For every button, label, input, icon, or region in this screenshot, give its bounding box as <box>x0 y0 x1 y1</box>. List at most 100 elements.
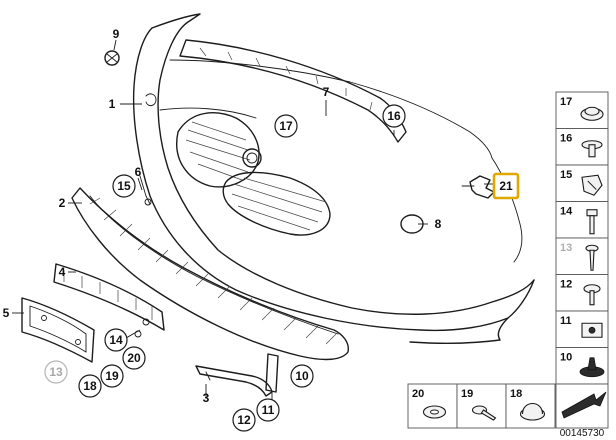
callout-20[interactable]: 20 <box>122 346 146 370</box>
callout-13-label: 13 <box>49 365 63 379</box>
callout-19[interactable]: 19 <box>100 364 124 388</box>
callout-12-circle <box>232 408 256 432</box>
leader-lines <box>12 39 496 402</box>
legend-cell <box>555 347 609 385</box>
legend-item-19[interactable]: 19 <box>456 383 507 429</box>
diagram-id-box: 00145730 <box>555 383 609 439</box>
callout-10[interactable]: 10 <box>290 364 314 388</box>
legend-item-15[interactable]: 15 <box>555 164 609 202</box>
callout-17-label: 17 <box>279 119 293 133</box>
callout-18-circle <box>78 374 102 398</box>
callout-13-circle <box>44 360 68 384</box>
legend-item-17[interactable]: 17 <box>555 91 609 129</box>
callout-2-label: 2 <box>59 196 66 210</box>
callout-3-label: 3 <box>203 391 210 405</box>
callout-18-label: 18 <box>83 379 97 393</box>
callout-21-label: 21 <box>499 179 513 193</box>
callout-21[interactable]: 21 <box>492 172 520 200</box>
callout-19-label: 19 <box>105 369 119 383</box>
callout-16[interactable]: 16 <box>382 104 406 128</box>
legend-cell <box>407 383 458 429</box>
upper-retainer <box>179 39 407 143</box>
callout-8[interactable]: 8 <box>435 217 442 231</box>
callout-4[interactable]: 4 <box>59 265 66 279</box>
legend-number: 13 <box>560 242 572 254</box>
legend-item-18[interactable]: 18 <box>505 383 556 429</box>
callout-21-highlight-box <box>492 172 520 200</box>
callout-11-circle <box>256 398 280 422</box>
screw-long-icon <box>585 244 599 271</box>
callout-19-circle <box>100 364 124 388</box>
callout-15-label: 15 <box>117 179 131 193</box>
callout-5-label: 5 <box>3 306 10 320</box>
callout-14-label: 14 <box>109 333 123 347</box>
washer-icon <box>422 405 447 419</box>
legend-number: 17 <box>560 96 572 108</box>
bracket-clip-icon <box>581 174 603 196</box>
callout-1-label: 1 <box>109 97 116 111</box>
callout-14[interactable]: 14 <box>104 328 128 352</box>
expansion-rivet-icon <box>579 357 605 378</box>
legend-number: 18 <box>510 388 522 400</box>
callout-7[interactable]: 7 <box>323 85 330 99</box>
bolt-icon <box>586 209 598 235</box>
round-clip-icon <box>580 106 604 121</box>
callout-9-label: 9 <box>113 27 120 41</box>
legend-number: 11 <box>560 315 572 327</box>
lower-grille <box>71 187 349 361</box>
callout-15-circle <box>112 174 136 198</box>
callout-18[interactable]: 18 <box>78 374 102 398</box>
callout-12[interactable]: 12 <box>232 408 256 432</box>
spring-nut-icon <box>581 322 603 338</box>
screw-washer-icon <box>581 140 603 158</box>
legend-bottom-row: 20 19 18 <box>407 383 556 429</box>
legend-item-13[interactable]: 13 <box>555 237 609 275</box>
callout-13[interactable]: 13 <box>44 360 68 384</box>
support-bracket <box>195 353 279 397</box>
legend-cell <box>456 383 507 429</box>
grommet-icon <box>519 402 546 421</box>
callout-15[interactable]: 15 <box>112 174 136 198</box>
callout-4-label: 4 <box>59 265 66 279</box>
legend-cell <box>555 201 609 239</box>
callout-11[interactable]: 11 <box>256 398 280 422</box>
callout-5[interactable]: 5 <box>3 306 10 320</box>
legend-number: 19 <box>461 388 473 400</box>
part-21-bracket <box>461 175 495 199</box>
callout-7-label: 7 <box>323 85 330 99</box>
bumper-cover <box>132 13 535 345</box>
callout-8-label: 8 <box>435 217 442 231</box>
arrow-icon <box>561 391 607 419</box>
callout-10-label: 10 <box>295 369 309 383</box>
callout-1[interactable]: 1 <box>109 97 116 111</box>
legend-item-20[interactable]: 20 <box>407 383 458 429</box>
callout-6[interactable]: 6 <box>135 165 142 179</box>
callout-9[interactable]: 9 <box>113 27 120 41</box>
callout-16-label: 16 <box>387 109 401 123</box>
callout-16-circle <box>382 104 406 128</box>
callout-17[interactable]: 17 <box>274 114 298 138</box>
legend-number: 20 <box>412 388 424 400</box>
callout-17-circle <box>274 114 298 138</box>
callout-3[interactable]: 3 <box>203 391 210 405</box>
legend-cell <box>555 237 609 275</box>
legend-cell <box>555 274 609 312</box>
small-fasteners <box>104 50 152 338</box>
callout-11-label: 11 <box>262 403 275 417</box>
legend-number: 12 <box>560 279 572 291</box>
legend-item-14[interactable]: 14 <box>555 201 609 239</box>
callout-10-circle <box>290 364 314 388</box>
pan-screw-icon <box>583 284 601 306</box>
legend-item-11[interactable]: 11 <box>555 310 609 348</box>
legend-item-12[interactable]: 12 <box>555 274 609 312</box>
legend-item-16[interactable]: 16 <box>555 128 609 166</box>
callout-6-label: 6 <box>135 165 142 179</box>
legend-number: 16 <box>560 133 572 145</box>
callout-20-circle <box>122 346 146 370</box>
legend-item-10[interactable]: 10 <box>555 347 609 385</box>
callout-12-label: 12 <box>237 413 251 427</box>
callout-2[interactable]: 2 <box>59 196 66 210</box>
